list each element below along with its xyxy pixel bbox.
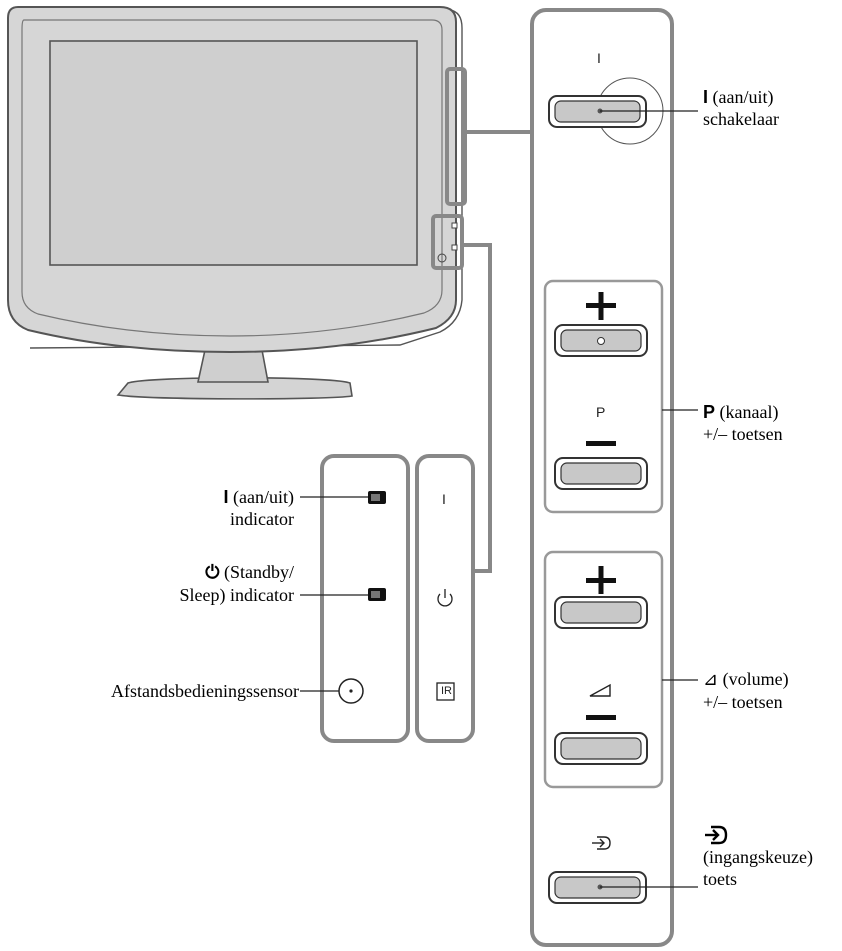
indicator-panels: [320, 454, 475, 743]
volume-plus-button[interactable]: [554, 596, 648, 629]
indicator-ir-mark: IR: [441, 685, 452, 697]
tv-back-edge: [19, 9, 463, 349]
tv-bezel-bevel: [21, 19, 443, 337]
strip-power-mark: I: [597, 50, 601, 66]
label-power-switch-symbol: I: [703, 87, 709, 107]
label-remote-sensor: Afstandsbedieningssensor: [111, 681, 299, 701]
label-volume: ⊿ (volume) +/– toetsen: [703, 668, 789, 713]
label-power-indicator-symbol: I: [223, 487, 229, 507]
tv-stand-base: [116, 376, 353, 400]
label-standby-line2: Sleep) indicator: [179, 585, 294, 605]
tv-small-led-2: [451, 244, 458, 251]
input-icon-strip: [592, 836, 611, 850]
tv-indicator-highlight: [431, 214, 464, 270]
label-power-switch-line1: (aan/uit): [712, 87, 774, 107]
label-channel-symbol: P: [703, 402, 716, 422]
label-volume-symbol: ⊿: [703, 669, 719, 690]
tv-illustration: [7, 6, 467, 400]
input-select-button[interactable]: [548, 871, 647, 904]
remote-sensor-dot: [349, 689, 353, 693]
volume-minus-glyph: [586, 715, 616, 720]
label-power-switch-line2: schakelaar: [703, 109, 779, 129]
standby-mark-icon: [437, 589, 453, 607]
tv-side-controls-highlight: [445, 67, 467, 206]
volume-plus-glyph-v: [598, 566, 604, 594]
label-power-indicator: I (aan/uit) indicator: [224, 486, 295, 530]
channel-minus-button[interactable]: [554, 457, 648, 490]
tv-screen: [49, 40, 418, 266]
channel-minus-glyph: [586, 441, 616, 446]
label-channel: P (kanaal) +/– toetsen: [703, 401, 783, 445]
tv-small-led-1: [451, 222, 458, 229]
label-standby-symbol: ⏻: [205, 562, 220, 583]
indicator-panel-right: [415, 454, 475, 743]
label-power-indicator-line2: indicator: [230, 509, 294, 529]
tv-small-sensor: [437, 253, 447, 263]
strip-channel-mark: P: [596, 404, 606, 420]
callout-lines: [300, 110, 698, 888]
input-icon-label: [705, 825, 728, 845]
indicator-power-mark: I: [442, 491, 446, 507]
label-input-line1: (ingangskeuze): [703, 846, 813, 867]
label-standby-line1: (Standby/: [224, 562, 294, 582]
label-power-indicator-line1: (aan/uit): [233, 487, 294, 507]
label-channel-line2: +/– toetsen: [703, 424, 783, 444]
label-input: (ingangskeuze) toets: [703, 822, 813, 890]
label-power-switch: I (aan/uit) schakelaar: [703, 86, 779, 130]
power-indicator-led: [368, 491, 386, 504]
connector-indicator-panel: [462, 243, 492, 573]
standby-indicator-led: [368, 588, 386, 601]
indicator-panel-left: [320, 454, 410, 743]
callout-connectors: [462, 130, 532, 573]
label-standby-indicator: ⏻ (Standby/ Sleep) indicator: [180, 561, 294, 606]
volume-icon-strip: [589, 683, 611, 697]
ir-mark-box: [436, 682, 455, 701]
label-channel-line1: (kanaal): [719, 402, 779, 422]
tv-stand-neck: [197, 349, 269, 383]
control-strip: [530, 8, 674, 947]
label-volume-line2: +/– toetsen: [703, 692, 783, 712]
label-input-line2: toets: [703, 868, 737, 889]
channel-plus-glyph-v: [598, 292, 604, 320]
label-volume-line1: (volume): [722, 669, 789, 689]
volume-minus-button[interactable]: [554, 732, 648, 765]
channel-plus-button[interactable]: [554, 324, 648, 357]
